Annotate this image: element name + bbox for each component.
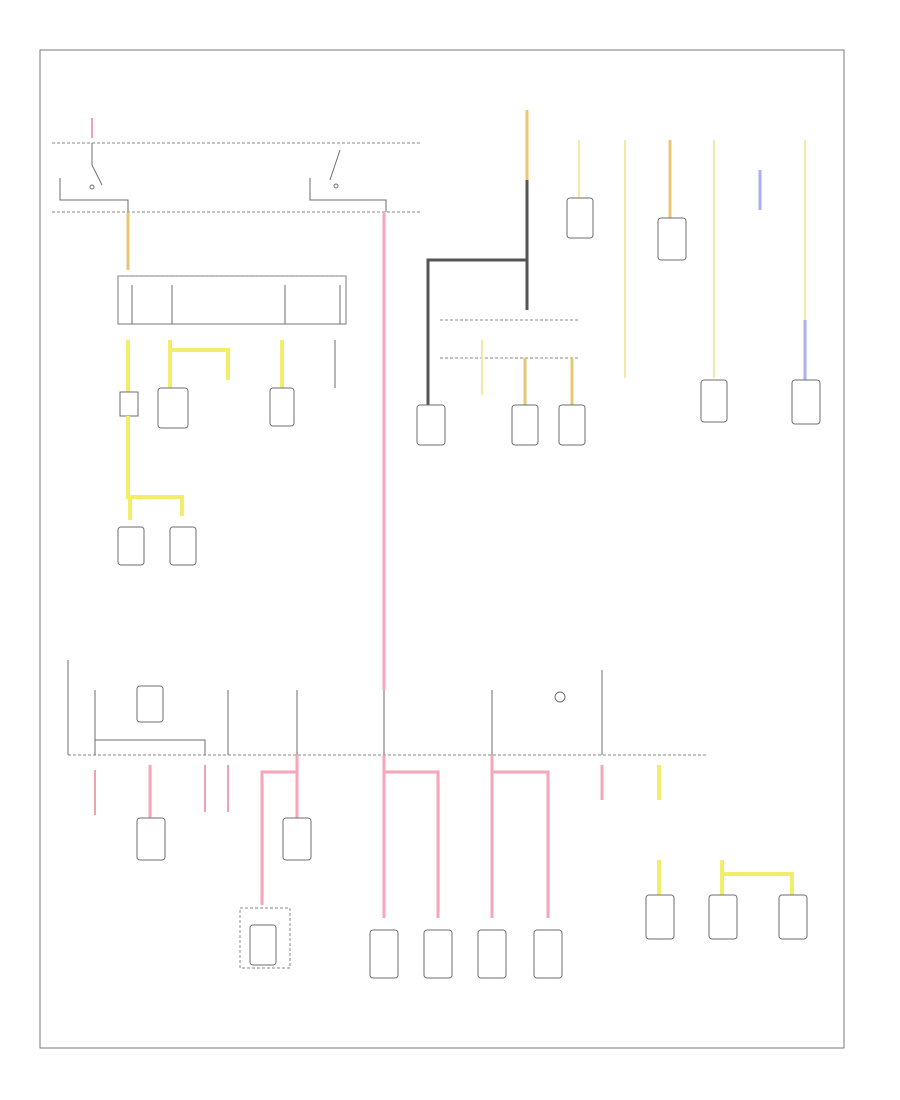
pink-branch-center-right (382, 755, 440, 918)
bottom-component-9 (708, 894, 738, 940)
pink-branch-right-2 (490, 755, 550, 918)
bottom-module-component (249, 924, 277, 966)
right-switch-body (309, 178, 387, 212)
dashed-module-outline (239, 907, 291, 969)
yellow-output-2 (168, 340, 230, 380)
bottom-component-3 (282, 817, 312, 861)
lower-fuse-1-jumper (95, 739, 206, 755)
column-6-component (791, 379, 821, 425)
relay-right (169, 526, 197, 566)
dark-branch-wire (426, 258, 527, 405)
fuse-block-upper (117, 275, 347, 325)
ignition-switch-section (52, 118, 420, 213)
bottom-component-8 (645, 894, 675, 940)
yellow-relay-feed (126, 416, 184, 516)
bottom-component-6 (477, 929, 507, 979)
lower-indicator (554, 691, 566, 703)
fuse-block-outline (117, 275, 347, 325)
component-right-b (511, 404, 539, 446)
component-b (157, 387, 189, 429)
component-right-c (558, 404, 586, 446)
right-switch-blade (329, 149, 341, 181)
top-right-section (416, 110, 586, 446)
yellow-jumper-right (720, 860, 794, 895)
bottom-component-2 (136, 817, 166, 861)
left-switch-blade (91, 164, 103, 186)
fuse-block-lower (67, 660, 708, 756)
bottom-component-10 (778, 894, 808, 940)
diagram-frame (39, 49, 845, 1049)
bottom-component-4 (369, 929, 399, 979)
bottom-pink-branch-left (260, 755, 299, 905)
column-4-component (700, 379, 728, 423)
bottom-component-7 (533, 929, 563, 979)
component-c (269, 387, 295, 427)
relay-component (119, 391, 139, 417)
left-switch-contact (89, 184, 95, 190)
column-1-component (566, 197, 594, 239)
component-right-a (416, 404, 446, 446)
bottom-component-5 (423, 929, 453, 979)
column-3-component (657, 217, 687, 261)
relay-left (117, 526, 145, 566)
lower-relay (136, 685, 164, 723)
left-switch-body (59, 178, 129, 212)
right-switch-contact (333, 183, 339, 189)
